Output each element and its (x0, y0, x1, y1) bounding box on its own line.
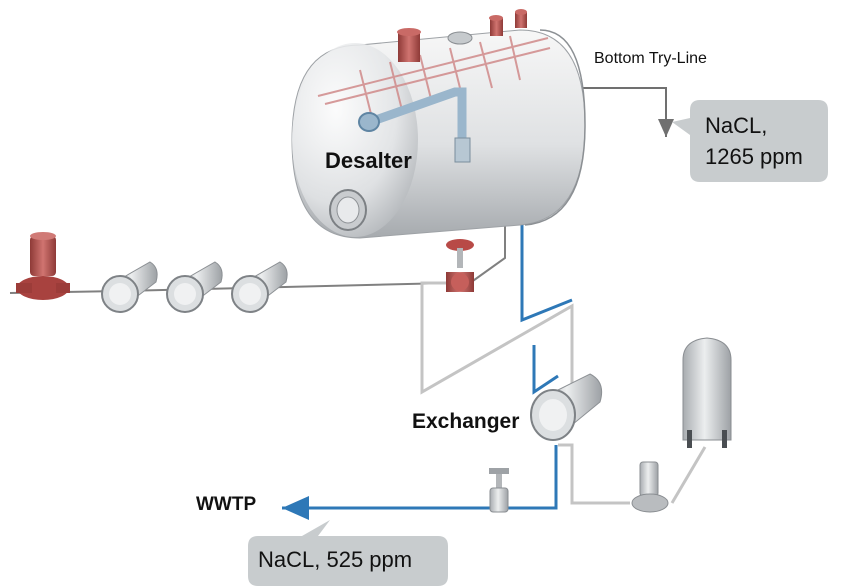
callout-bottom-text: NaCL, 525 ppm (258, 547, 413, 572)
preheat-exchanger-1 (101, 261, 158, 313)
desalter-vessel (291, 9, 586, 239)
desalter-label: Desalter (325, 148, 412, 173)
callout-box-bottom (248, 520, 448, 586)
callout-top-text: NaCL, 1265 ppm (705, 110, 803, 172)
wash-water-drum (682, 337, 732, 448)
callout-top-line2: 1265 ppm (705, 144, 803, 169)
return-line (420, 281, 707, 505)
wash-water-pump (631, 461, 669, 513)
callout-box-top (672, 100, 828, 182)
bottom-try-line (560, 87, 674, 137)
brine-exchanger (530, 373, 603, 441)
preheat-exchanger-3 (231, 261, 288, 313)
exchanger-label: Exchanger (412, 410, 520, 433)
wwtp-label: WWTP (196, 494, 257, 515)
preheat-exchanger-2 (166, 261, 223, 313)
feed-pump (16, 232, 70, 300)
wwtp-valve (489, 468, 509, 513)
bottom-try-line-label: Bottom Try-Line (594, 50, 707, 67)
control-valve (446, 239, 474, 292)
callout-top-line1: NaCL, (705, 113, 768, 138)
